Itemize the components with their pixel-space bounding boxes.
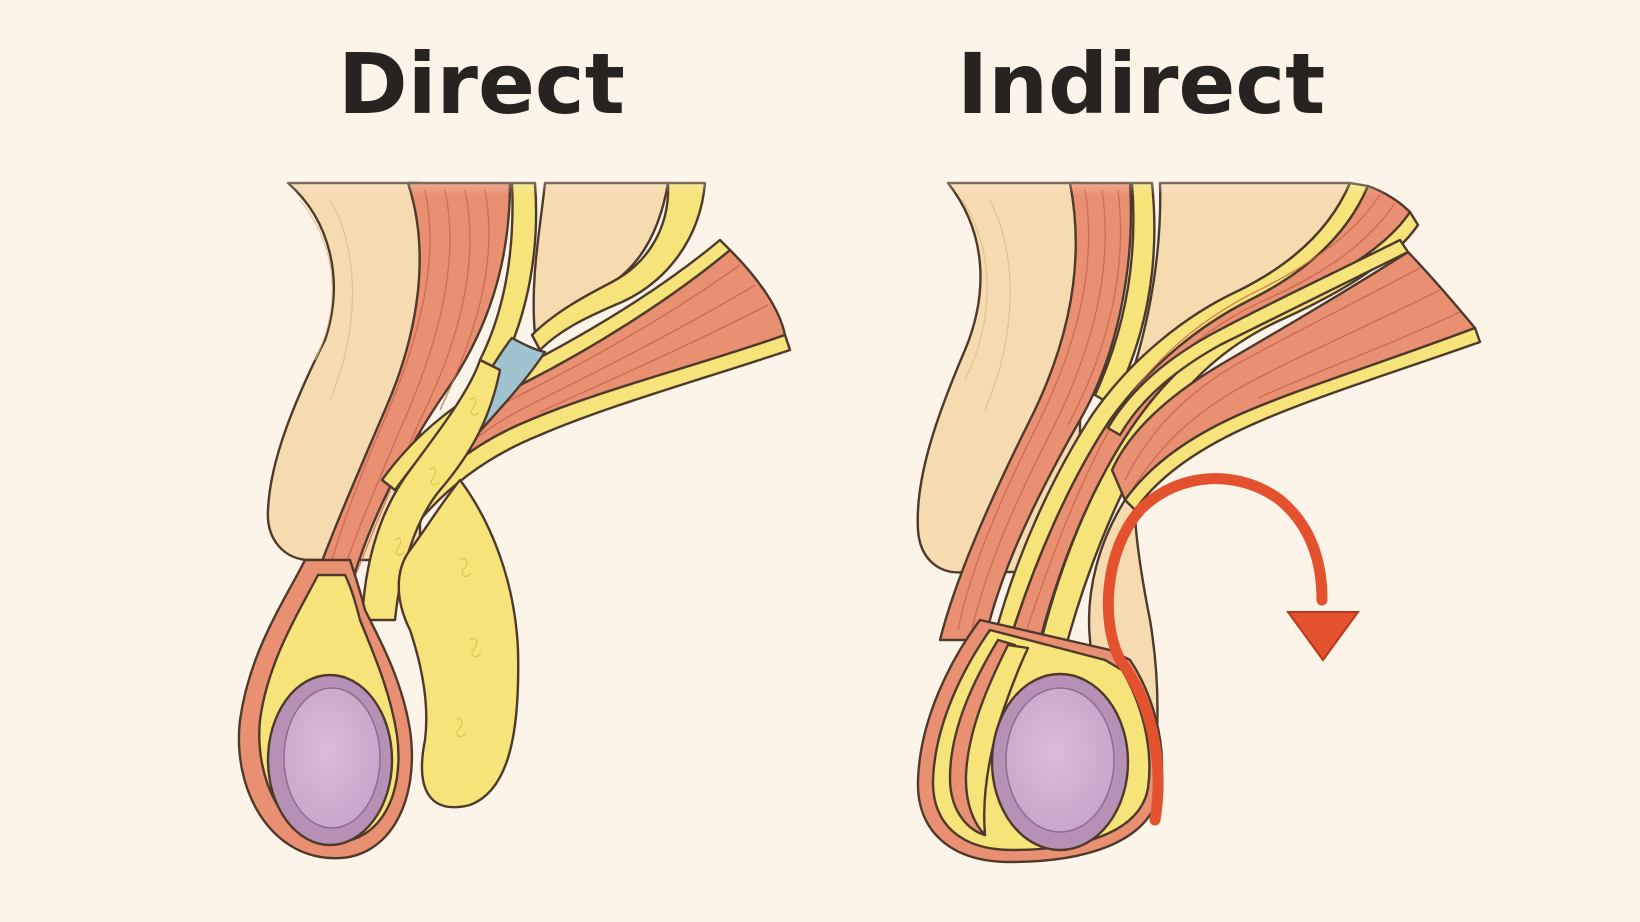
indirect-title: Indirect: [957, 35, 1326, 133]
direct-cord-lobe: [397, 478, 520, 809]
curved-arrow-icon: [1102, 473, 1328, 826]
arrow-head: [1286, 611, 1360, 662]
direct-spermatic-cord: [360, 358, 502, 622]
indirect-testis-inner: [1005, 687, 1115, 833]
direct-testis-inner: [283, 687, 381, 829]
indirect-diagram: [916, 150, 1490, 864]
direct-diagram: [237, 150, 810, 860]
direct-title: Direct: [338, 35, 625, 133]
